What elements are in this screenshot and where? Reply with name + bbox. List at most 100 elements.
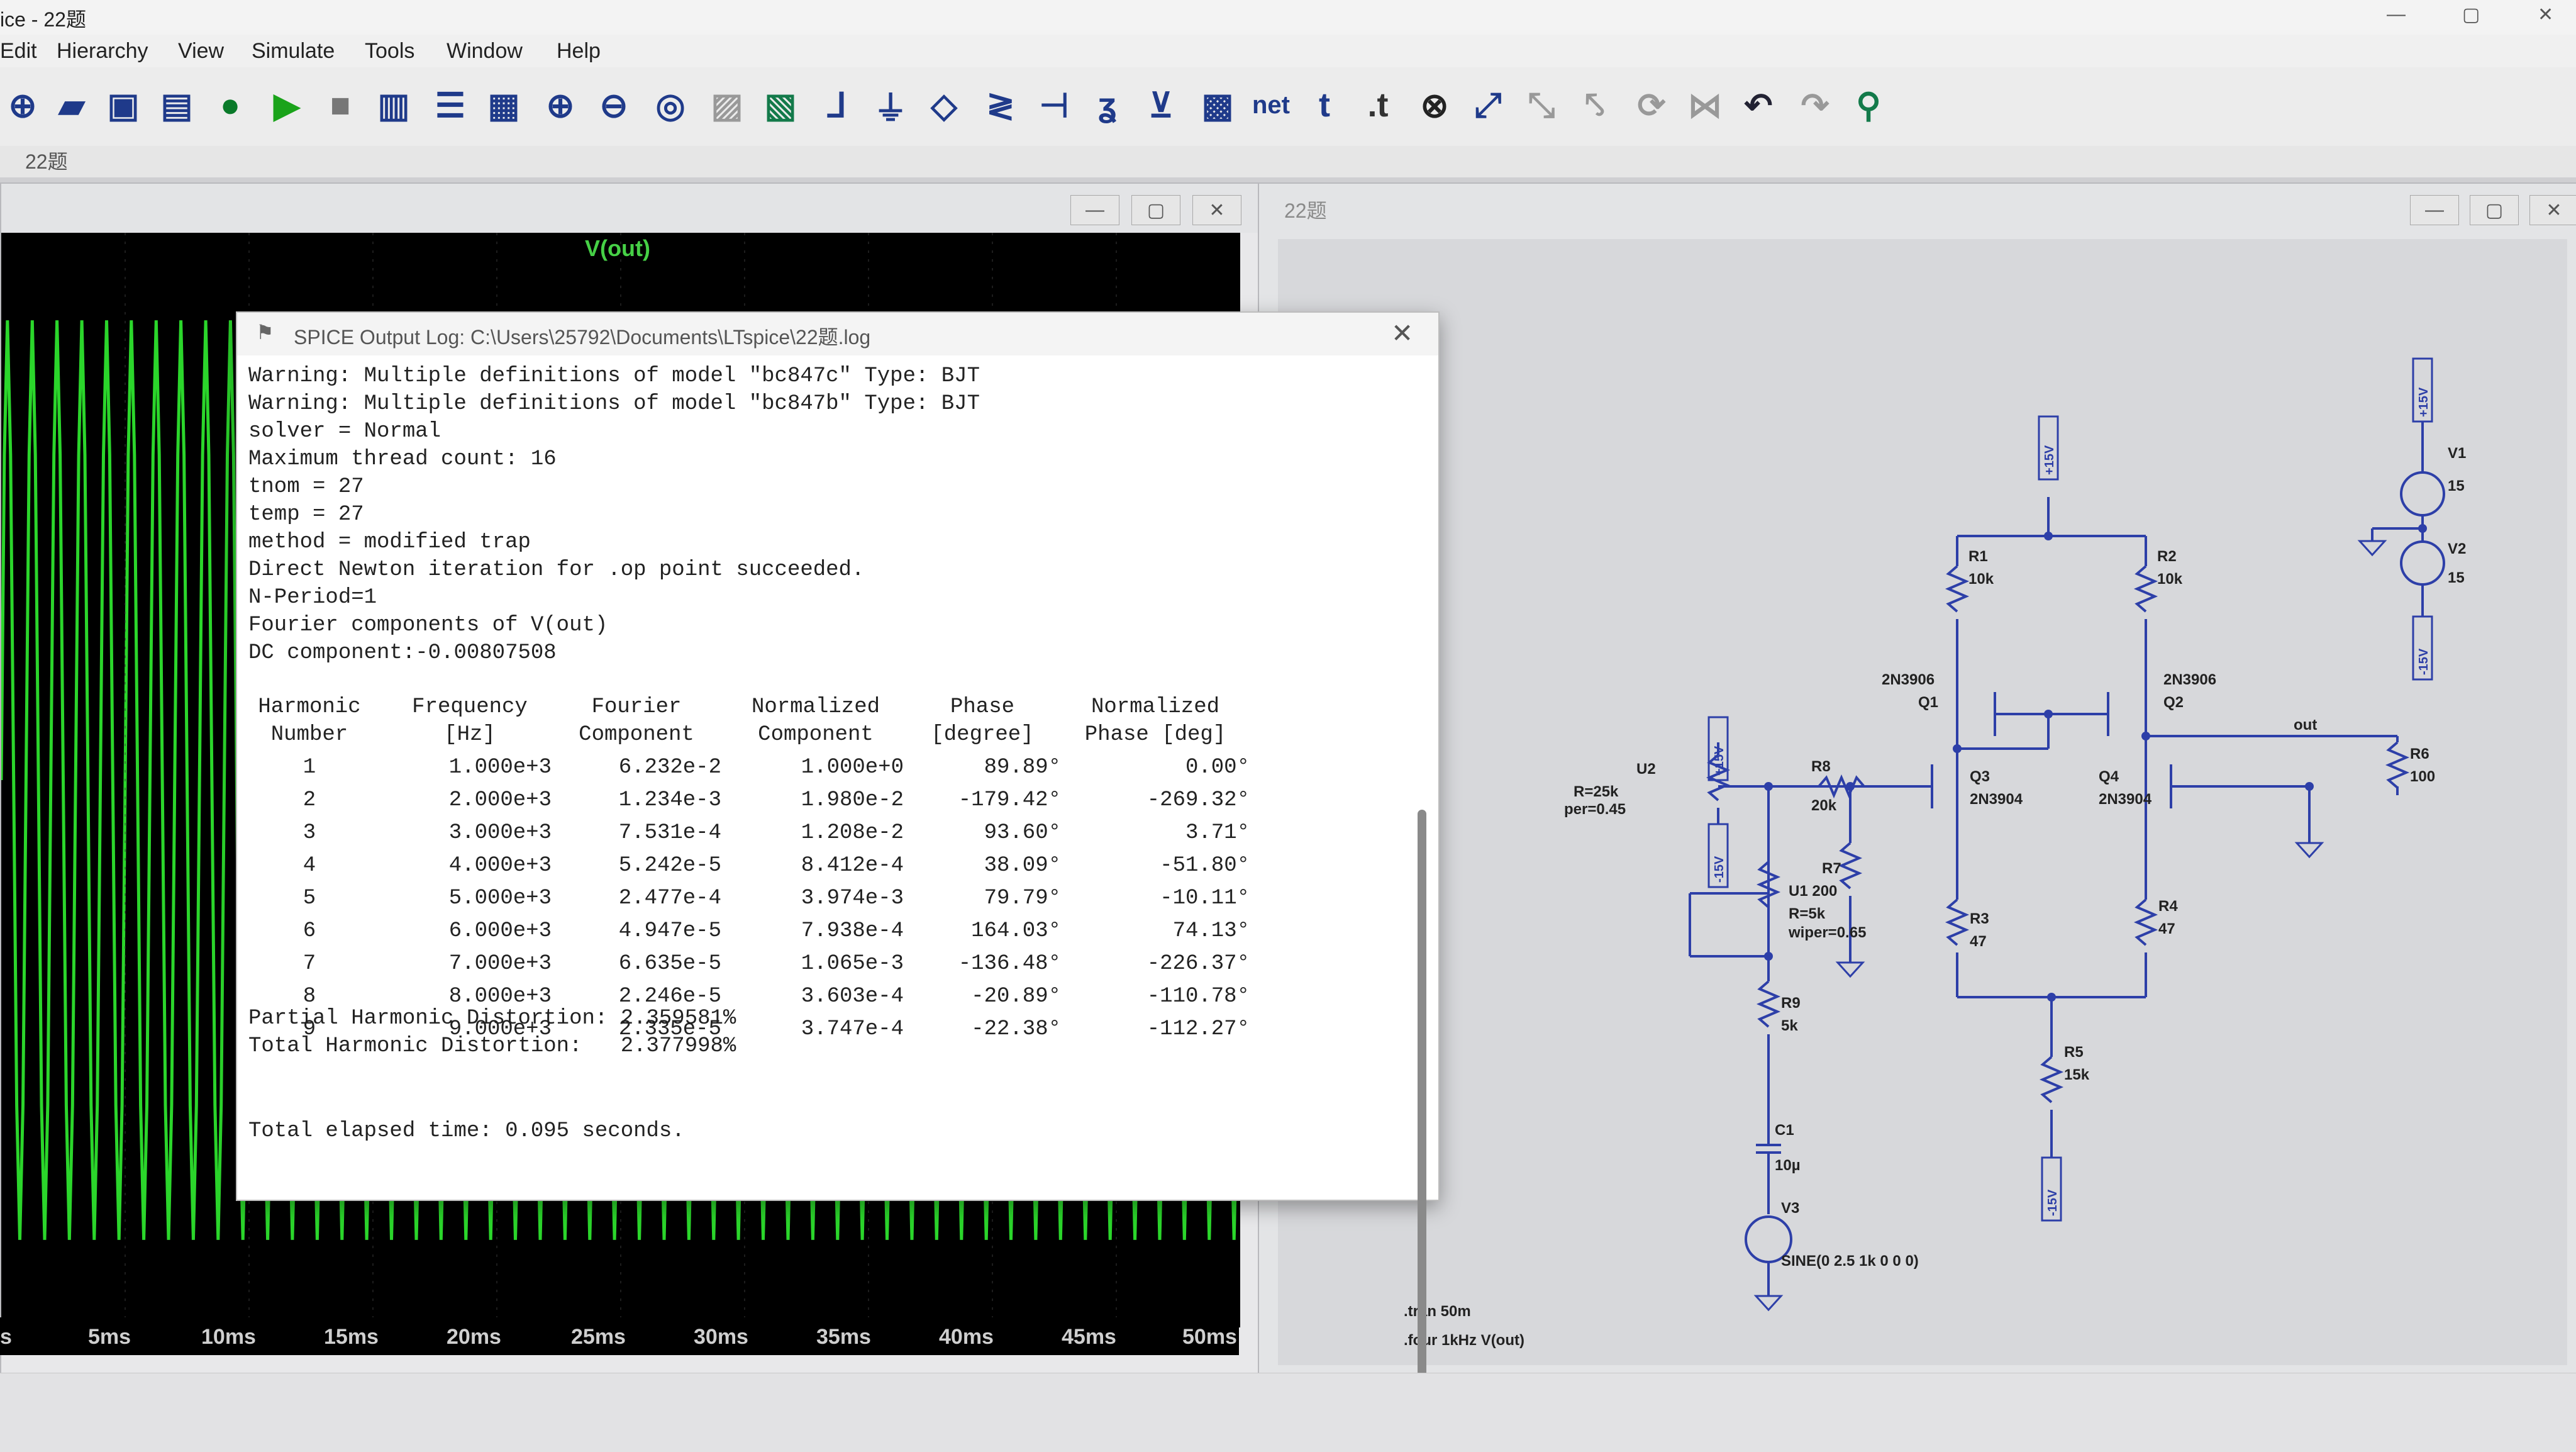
close-icon[interactable]: ✕ (1391, 318, 1414, 348)
table-cell: 0.00° (1185, 756, 1250, 779)
zoom-in-icon[interactable]: ⊕ (546, 86, 575, 125)
r4-label: R4 (2158, 898, 2178, 915)
table-header: Component (758, 723, 874, 747)
tile-vertical-icon[interactable]: ▥ (377, 86, 410, 125)
trace-label[interactable]: V(out) (585, 235, 650, 261)
menu-help[interactable]: Help (557, 39, 601, 63)
r2-label: R2 (2157, 548, 2177, 565)
u1-wiper: wiper=0.65 (1788, 924, 1866, 941)
ground-icon[interactable]: ⏚ (874, 89, 908, 128)
menu-window[interactable]: Window (447, 39, 523, 63)
c1-value: 10µ (1775, 1157, 1801, 1174)
table-cell: 3.000e+3 (448, 821, 552, 845)
x-tick: 25ms (571, 1325, 626, 1349)
pwr-flag: +15V (2043, 445, 2057, 475)
waveform-restore-icon[interactable]: ▢ (1131, 195, 1180, 225)
waveform-close-icon[interactable]: ✕ (1192, 195, 1241, 225)
capacitor-icon[interactable]: ⊣ (1039, 86, 1069, 125)
document-tab[interactable]: 22题 (25, 150, 68, 173)
document-tab-strip: 22题 (0, 146, 2576, 178)
text-icon[interactable]: t (1319, 86, 1330, 124)
drag-icon[interactable]: ⤣ (1585, 86, 1605, 124)
menu-edit[interactable]: Edit (0, 39, 37, 63)
waveform-window-header: — ▢ ✕ (1, 184, 1259, 233)
table-header: Component (579, 723, 694, 747)
wire-icon[interactable]: ⅃ (827, 86, 847, 125)
schematic-title: 22题 (1284, 199, 1327, 222)
schematic-close-icon[interactable]: ✕ (2529, 195, 2576, 225)
title-bar: ice - 22题 — ▢ ✕ (0, 0, 2576, 35)
spice-directive-icon[interactable]: net (1252, 91, 1290, 119)
rotate-icon[interactable]: ⟳ (1637, 86, 1666, 125)
q1-label: Q1 (1918, 694, 1938, 711)
mirror-icon[interactable]: ⋈ (1688, 86, 1722, 125)
table-cell: 1.980e-2 (801, 788, 904, 812)
cascade-icon[interactable]: ▦ (487, 86, 520, 125)
table-header: [Hz] (444, 723, 496, 747)
table-cell: -136.48° (958, 952, 1061, 976)
toolbar: ⊕ ▰ ▣ ▤ ● ▶ ■ ▥ ☰ ▦ ⊕ ⊖ ◎ ▨ ▧ ⅃ ⏚ ◇ ≷ ⊣ … (0, 67, 2576, 147)
menu-tools[interactable]: Tools (365, 39, 415, 63)
stop-icon[interactable]: ■ (330, 86, 351, 124)
run-icon[interactable]: ▶ (274, 86, 300, 125)
pan-icon[interactable]: ▨ (711, 86, 743, 125)
tile-horizontal-icon[interactable]: ☰ (435, 86, 466, 125)
u2-wiper: per=0.45 (1564, 801, 1626, 818)
spice-text-icon[interactable]: .t (1367, 86, 1389, 124)
schematic-canvas[interactable]: R1 10k R2 10k 2N3906 Q1 2N3906 Q2 Q3 2N3… (1278, 239, 2567, 1365)
move-icon[interactable]: ⤡ (1528, 86, 1555, 124)
x-tick: 30ms (694, 1325, 748, 1349)
zoom-out-icon[interactable]: ⊖ (599, 86, 628, 125)
menu-hierarchy[interactable]: Hierarchy (57, 39, 148, 63)
find-icon[interactable]: ⚲ (1856, 86, 1881, 125)
table-cell: 4.000e+3 (448, 854, 552, 878)
u1-label: U1 200 (1789, 883, 1837, 900)
print-icon[interactable]: ▤ (160, 86, 193, 125)
menu-simulate[interactable]: Simulate (252, 39, 335, 63)
diode-icon[interactable]: ⊻ (1148, 86, 1174, 125)
table-cell: 3.71° (1185, 821, 1250, 845)
component-icon[interactable]: ▩ (1201, 86, 1234, 125)
q3-label: Q3 (1970, 768, 1990, 785)
log-line: Direct Newton iteration for .op point su… (248, 558, 865, 582)
autorange-icon[interactable]: ▧ (764, 86, 797, 125)
spice-log-text[interactable]: Warning: Multiple definitions of model "… (237, 355, 1438, 1198)
table-cell: 2.246e-5 (618, 985, 721, 1008)
ac-analysis-icon[interactable]: ● (219, 86, 241, 124)
maximize-button[interactable]: ▢ (2462, 4, 2480, 25)
pwr-flag: +15V (2417, 387, 2431, 417)
elapsed-time: Total elapsed time: 0.095 seconds. (248, 1119, 685, 1143)
zoom-fit-icon[interactable]: ◎ (655, 86, 686, 125)
save-icon[interactable]: ▣ (107, 86, 140, 125)
x-tick: s (0, 1325, 12, 1349)
log-scrollbar[interactable] (1418, 810, 1426, 1432)
resistor-icon[interactable]: ≷ (986, 86, 1015, 125)
log-line: solver = Normal (248, 420, 441, 444)
delete-icon[interactable]: ⊗ (1420, 86, 1449, 125)
table-cell: -51.80° (1160, 854, 1250, 878)
table-cell: 1.208e-2 (801, 821, 904, 845)
status-bar (0, 1373, 2576, 1452)
new-schematic-icon[interactable]: ⊕ (8, 86, 37, 125)
table-cell: 1.065e-3 (801, 952, 904, 976)
table-cell: -10.11° (1160, 886, 1250, 910)
inductor-icon[interactable]: ʓ (1098, 86, 1117, 124)
q3-model: 2N3904 (1970, 791, 2023, 808)
menu-view[interactable]: View (178, 39, 225, 63)
q2-model: 2N3906 (2163, 671, 2216, 688)
label-net-icon[interactable]: ◇ (931, 86, 957, 125)
open-folder-icon[interactable]: ▰ (58, 86, 85, 125)
redo-icon[interactable]: ↷ (1801, 86, 1829, 125)
waveform-minimize-icon[interactable]: — (1070, 195, 1119, 225)
x-tick: 10ms (201, 1325, 256, 1349)
duplicate-icon[interactable]: ⤢ (1474, 86, 1502, 124)
table-cell: 3.603e-4 (801, 985, 904, 1008)
undo-icon[interactable]: ↶ (1744, 86, 1773, 125)
x-tick: 35ms (816, 1325, 871, 1349)
close-button[interactable]: ✕ (2538, 4, 2554, 25)
schematic-restore-icon[interactable]: ▢ (2470, 195, 2519, 225)
schematic-minimize-icon[interactable]: — (2410, 195, 2459, 225)
minimize-button[interactable]: — (2387, 4, 2406, 25)
table-cell: 79.79° (984, 886, 1061, 910)
